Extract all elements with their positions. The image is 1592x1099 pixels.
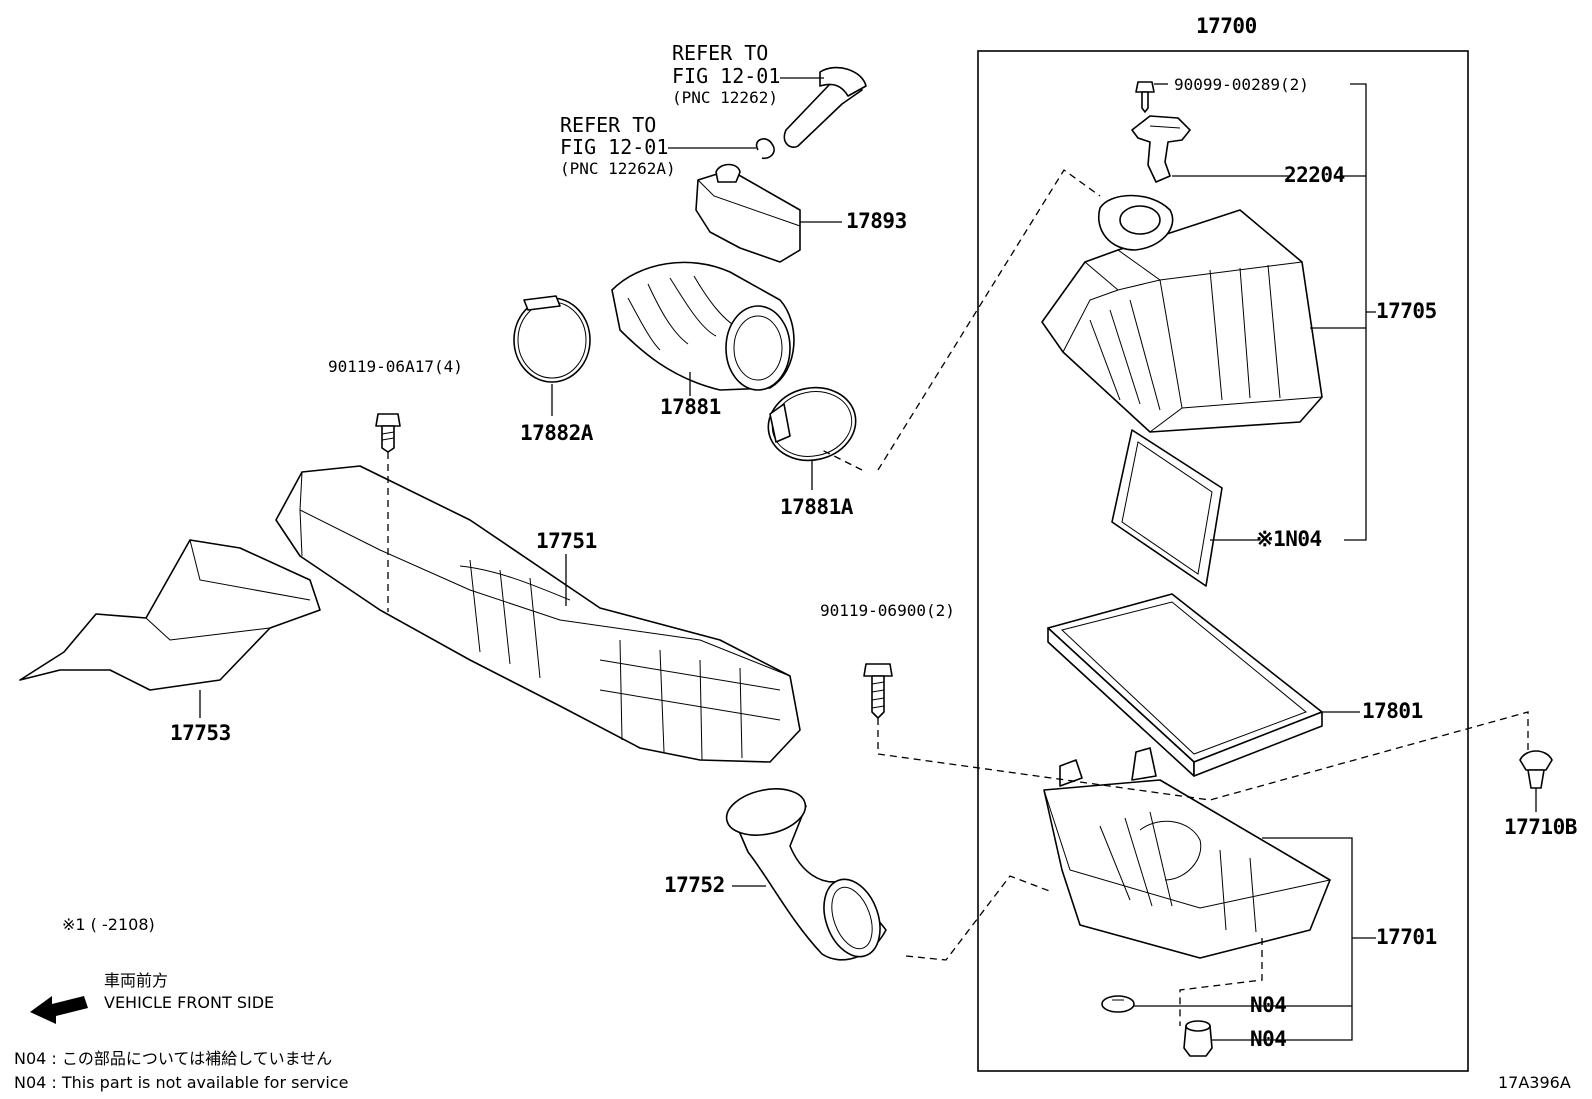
vacuum-tube-12262[interactable] (783, 66, 867, 148)
label-refer-top-3[interactable]: (PNC 12262) (672, 88, 778, 107)
leader-17705 (1310, 311, 1376, 329)
footnote-1: ※1 ( -2108) (62, 915, 155, 934)
label-n04-b[interactable]: N04 (1250, 1027, 1287, 1051)
label-17752[interactable]: 17752 (664, 873, 725, 897)
label-n04-filter[interactable]: ※1N04 (1256, 527, 1322, 551)
label-refer-top-2[interactable]: FIG 12-01 (672, 64, 780, 88)
assembly-17700-frame (977, 50, 1469, 1072)
clip-17710B[interactable] (1519, 750, 1553, 789)
resonator-17893[interactable] (695, 163, 801, 263)
label-17881A[interactable]: 17881A (780, 495, 854, 519)
airflow-sensor-22204[interactable] (1131, 115, 1191, 183)
n04-note-en: N04 : This part is not available for ser… (14, 1073, 348, 1092)
duct-17752[interactable] (722, 782, 890, 964)
label-refer-mid-1[interactable]: REFER TO (560, 113, 656, 137)
bolt-90119-06900[interactable] (863, 663, 893, 719)
dash-17710B (1209, 711, 1529, 801)
label-17881[interactable]: 17881 (660, 395, 721, 419)
label-refer-top-1[interactable]: REFER TO (672, 41, 768, 65)
filter-seal-n04[interactable] (1111, 429, 1223, 587)
label-17753[interactable]: 17753 (170, 721, 231, 745)
hose-clamp-17882A[interactable] (513, 295, 591, 383)
leader-17701 (1134, 837, 1376, 1041)
hose-clip-12262A[interactable] (755, 138, 775, 160)
label-90119-06900[interactable]: 90119-06900(2) (820, 601, 955, 620)
label-17700[interactable]: 17700 (1196, 14, 1257, 38)
dash-hose-to-upper-case (821, 449, 863, 471)
direction-label-en: VEHICLE FRONT SIDE (104, 993, 274, 1012)
upper-case-17705[interactable] (1041, 194, 1323, 433)
label-17893[interactable]: 17893 (846, 209, 907, 233)
hose-clamp-17881A[interactable] (761, 380, 862, 469)
grommet-n04-a[interactable] (1101, 995, 1135, 1013)
duct-17753[interactable] (19, 539, 321, 691)
figure-code: 17A396A (1498, 1073, 1571, 1092)
label-90119-06A17[interactable]: 90119-06A17(4) (328, 357, 463, 376)
dash-duct-17752 (905, 875, 1053, 961)
label-17701[interactable]: 17701 (1376, 925, 1437, 949)
direction-label-jp: 車両前方 (104, 971, 168, 990)
label-n04-a[interactable]: N04 (1250, 993, 1287, 1017)
label-17710B[interactable]: 17710B (1504, 815, 1577, 839)
clip-n04-b[interactable] (1183, 1020, 1213, 1057)
vehicle-front-arrow-icon (30, 996, 88, 1024)
lower-case-17701[interactable] (1043, 747, 1331, 959)
label-90099-00289[interactable]: 90099-00289(2) (1174, 75, 1309, 94)
n04-note-jp: N04 : この部品については補給していません (14, 1049, 332, 1068)
screw-90099-00289[interactable] (1135, 81, 1155, 113)
air-filter-element-17801[interactable] (1047, 593, 1323, 777)
dash-bolt-06900 (877, 718, 1211, 801)
leader-90099-bracket (1344, 83, 1367, 541)
bolt-90119-06A17[interactable] (375, 413, 401, 453)
label-22204[interactable]: 22204 (1284, 163, 1345, 187)
dash-clamp-to-upper-case (877, 169, 1101, 471)
label-17801[interactable]: 17801 (1362, 699, 1423, 723)
inlet-duct-17751[interactable] (275, 465, 801, 763)
air-hose-17881[interactable] (611, 261, 795, 391)
label-17705[interactable]: 17705 (1376, 299, 1437, 323)
label-17882A[interactable]: 17882A (520, 421, 594, 445)
label-refer-mid-3[interactable]: (PNC 12262A) (560, 159, 676, 178)
label-refer-mid-2[interactable]: FIG 12-01 (560, 135, 668, 159)
label-17751[interactable]: 17751 (536, 529, 597, 553)
